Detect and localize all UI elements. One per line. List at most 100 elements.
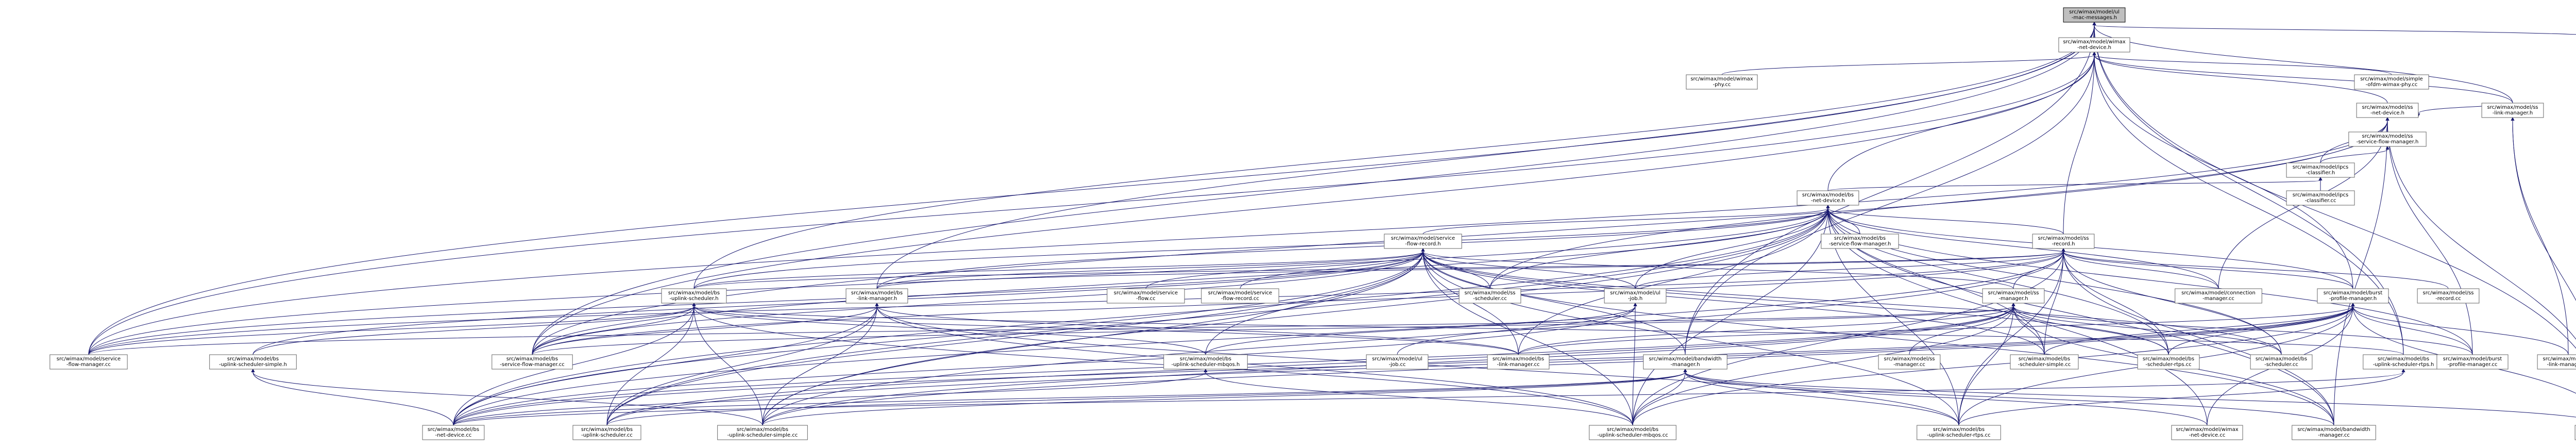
node-label: src/wimax/model/bs: [2378, 356, 2429, 362]
node-box: [1366, 354, 1429, 370]
include-edge: [252, 248, 1425, 355]
graph-node[interactable]: src/wimax/model/bandwidth-manager.h: [1643, 354, 1727, 370]
graph-node[interactable]: src/wimax/model/wimax-net-device.h: [2058, 37, 2130, 53]
node-label: src/wimax/model/bs: [668, 290, 720, 296]
include-edge: [876, 22, 2096, 289]
node-box: [1384, 234, 1462, 249]
include-edge: [1397, 303, 1637, 355]
graph-node[interactable]: src/wimax/model/bs-link-manager.h: [845, 288, 908, 304]
node-label: -flow-record.cc: [1221, 296, 1259, 302]
include-edge: [1721, 52, 2096, 75]
graph-node[interactable]: src/wimax/model/bs-service-flow-manager.…: [492, 354, 573, 370]
node-label: src/wimax/model/bs: [2256, 356, 2307, 362]
graph-node[interactable]: src/wimax/model/bandwidth-manager.cc: [2292, 425, 2376, 440]
graph-node[interactable]: src/wimax/model/simple-ofdm-wimax-phy.cc: [2354, 74, 2429, 90]
include-edge: [1632, 205, 1830, 426]
node-box: [1797, 190, 1859, 206]
include-edge: [2061, 248, 2353, 289]
include-edge: [453, 369, 1208, 426]
include-edge: [2092, 52, 2388, 104]
graph-node[interactable]: src/wimax/model/ss-record.h: [2032, 234, 2095, 249]
node-label: src/wimax/model/bs: [737, 427, 788, 433]
graph-node[interactable]: src/wimax/model/service-flow-record.cc: [1201, 288, 1279, 304]
include-edge: [1421, 248, 2014, 289]
graph-node[interactable]: src/wimax/model/burst-profile-manager.cc: [2436, 354, 2509, 370]
include-edge: [1683, 369, 1959, 426]
include-edge: [453, 369, 2405, 426]
node-label: src/wimax/model/service: [1391, 236, 1455, 241]
include-edge: [762, 248, 2065, 426]
graph-node[interactable]: src/wimax/model/service-flow.cc: [1107, 288, 1185, 304]
node-label: -service-flow-manager.cc: [500, 362, 564, 368]
include-edge: [1489, 117, 2389, 289]
graph-node[interactable]: src/wimax/model/bs-uplink-scheduler-simp…: [717, 425, 808, 440]
include-edge: [2320, 146, 2389, 163]
node-label: src/wimax/model/connection: [2181, 290, 2256, 296]
graph-node[interactable]: src/wimax/model/bs-uplink-scheduler-rtps…: [2363, 354, 2444, 370]
include-edge: [2092, 52, 2353, 289]
node-label: src/wimax/model/service: [57, 356, 121, 362]
graph-node[interactable]: src/wimax/model/ul-job.h: [1604, 288, 1667, 304]
include-edge: [453, 303, 879, 426]
include-edge: [1826, 205, 2064, 235]
node-box: [422, 425, 485, 440]
graph-node[interactable]: src/wimax/model/burst-profile-manager.h: [2317, 288, 2389, 304]
graph-node[interactable]: src/wimax/model/bs-scheduler.cc: [2250, 354, 2313, 370]
graph-node[interactable]: src/wimax/model/bs-net-device.h: [1797, 190, 1859, 206]
node-box: [2481, 103, 2544, 118]
include-edge: [1826, 205, 2334, 426]
include-edge: [88, 248, 2065, 355]
graph-node[interactable]: src/wimax/model/ss-service-flow-manager.…: [2348, 131, 2427, 147]
graph-node[interactable]: src/wimax/model/connection-manager.cc: [2175, 288, 2262, 304]
graph-node[interactable]: src/wimax/model/ss-manager.h: [1982, 288, 2045, 304]
graph-node[interactable]: src/wimax/model/bs-scheduler-simple.cc: [2010, 354, 2079, 370]
graph-node[interactable]: src/wimax/model/bs-net-device.cc: [422, 425, 485, 440]
graph-node[interactable]: src/wimax/model/ss-manager.cc: [1878, 354, 1941, 370]
include-edge: [2385, 117, 2473, 355]
node-label: src/wimax/model/bs: [1834, 236, 1886, 241]
node-box: [2354, 74, 2429, 90]
graph-node[interactable]: src/wimax/model/bs-uplink-scheduler-simp…: [209, 354, 297, 370]
node-box: [1163, 354, 1248, 370]
node-label: src/wimax/model/service: [1208, 290, 1272, 296]
graph-node[interactable]: src/wimax/model/ss-net-device.cc: [2574, 425, 2576, 440]
node-label: -uplink-scheduler-mbqos.h: [1172, 362, 1240, 368]
graph-node[interactable]: src/wimax/model/bs-uplink-scheduler-mbqo…: [1589, 425, 1676, 440]
include-edge: [606, 248, 1425, 426]
include-edge: [2385, 117, 2576, 340]
node-label: -net-device.cc: [2189, 433, 2226, 438]
include-edge: [1827, 177, 2323, 191]
graph-node[interactable]: src/wimax/model/ul-job.cc: [1366, 354, 1429, 370]
node-label: -classifier.cc: [2304, 198, 2336, 204]
graph-node[interactable]: src/wimax/model/bs-link-manager.cc: [1487, 354, 1550, 370]
graph-node[interactable]: src/wimax/model/bs-uplink-scheduler.cc: [572, 425, 641, 440]
graph-node[interactable]: src/wimax/model/service-flow-record.h: [1384, 234, 1462, 249]
graph-node[interactable]: src/wimax/model/ipcs-classifier.cc: [2286, 190, 2355, 206]
graph-node[interactable]: src/wimax/model/ss-record.cc: [2417, 288, 2480, 304]
node-box: [2574, 425, 2576, 440]
graph-node[interactable]: src/wimax/model/bs-service-flow-manager.…: [1821, 234, 1899, 249]
graph-node[interactable]: src/wimax/model/bs-uplink-scheduler-rtps…: [1917, 425, 2001, 440]
graph-node[interactable]: src/wimax/model/bs-scheduler-rtps.cc: [2137, 354, 2200, 370]
include-edge: [2511, 117, 2569, 355]
graph-node[interactable]: src/wimax/model/ss-link-manager.cc: [2537, 354, 2576, 370]
graph-node[interactable]: src/wimax/model/ss-link-manager.h: [2481, 103, 2544, 118]
graph-node[interactable]: src/wimax/model/wimax-phy.cc: [1686, 74, 1758, 90]
include-edge: [1683, 369, 2576, 418]
include-edge: [1518, 303, 2015, 355]
graph-node[interactable]: src/wimax/model/bs-uplink-scheduler.h: [661, 288, 727, 304]
graph-node[interactable]: src/wimax/model/ss-scheduler.cc: [1459, 288, 1521, 304]
include-edge: [1683, 369, 2334, 426]
node-label: -link-manager.cc: [2547, 362, 2576, 368]
graph-node[interactable]: src/wimax/model/ss-net-device.h: [2356, 103, 2419, 118]
graph-node[interactable]: src/wimax/model/service-flow-manager.cc: [49, 354, 128, 370]
include-edge: [1421, 248, 2169, 355]
graph-node[interactable]: src/wimax/model/wimax-net-device.cc: [2171, 425, 2243, 440]
graph-node[interactable]: src/wimax/model/ipcs-classifier.h: [2286, 162, 2355, 178]
include-edge: [532, 248, 2065, 355]
include-edge: [1958, 248, 2065, 426]
graph-node[interactable]: src/wimax/model/bs-uplink-scheduler-mbqo…: [1163, 354, 1248, 370]
node-box: [1686, 74, 1758, 90]
include-edge: [2011, 303, 2045, 355]
include-edge: [453, 369, 1687, 426]
